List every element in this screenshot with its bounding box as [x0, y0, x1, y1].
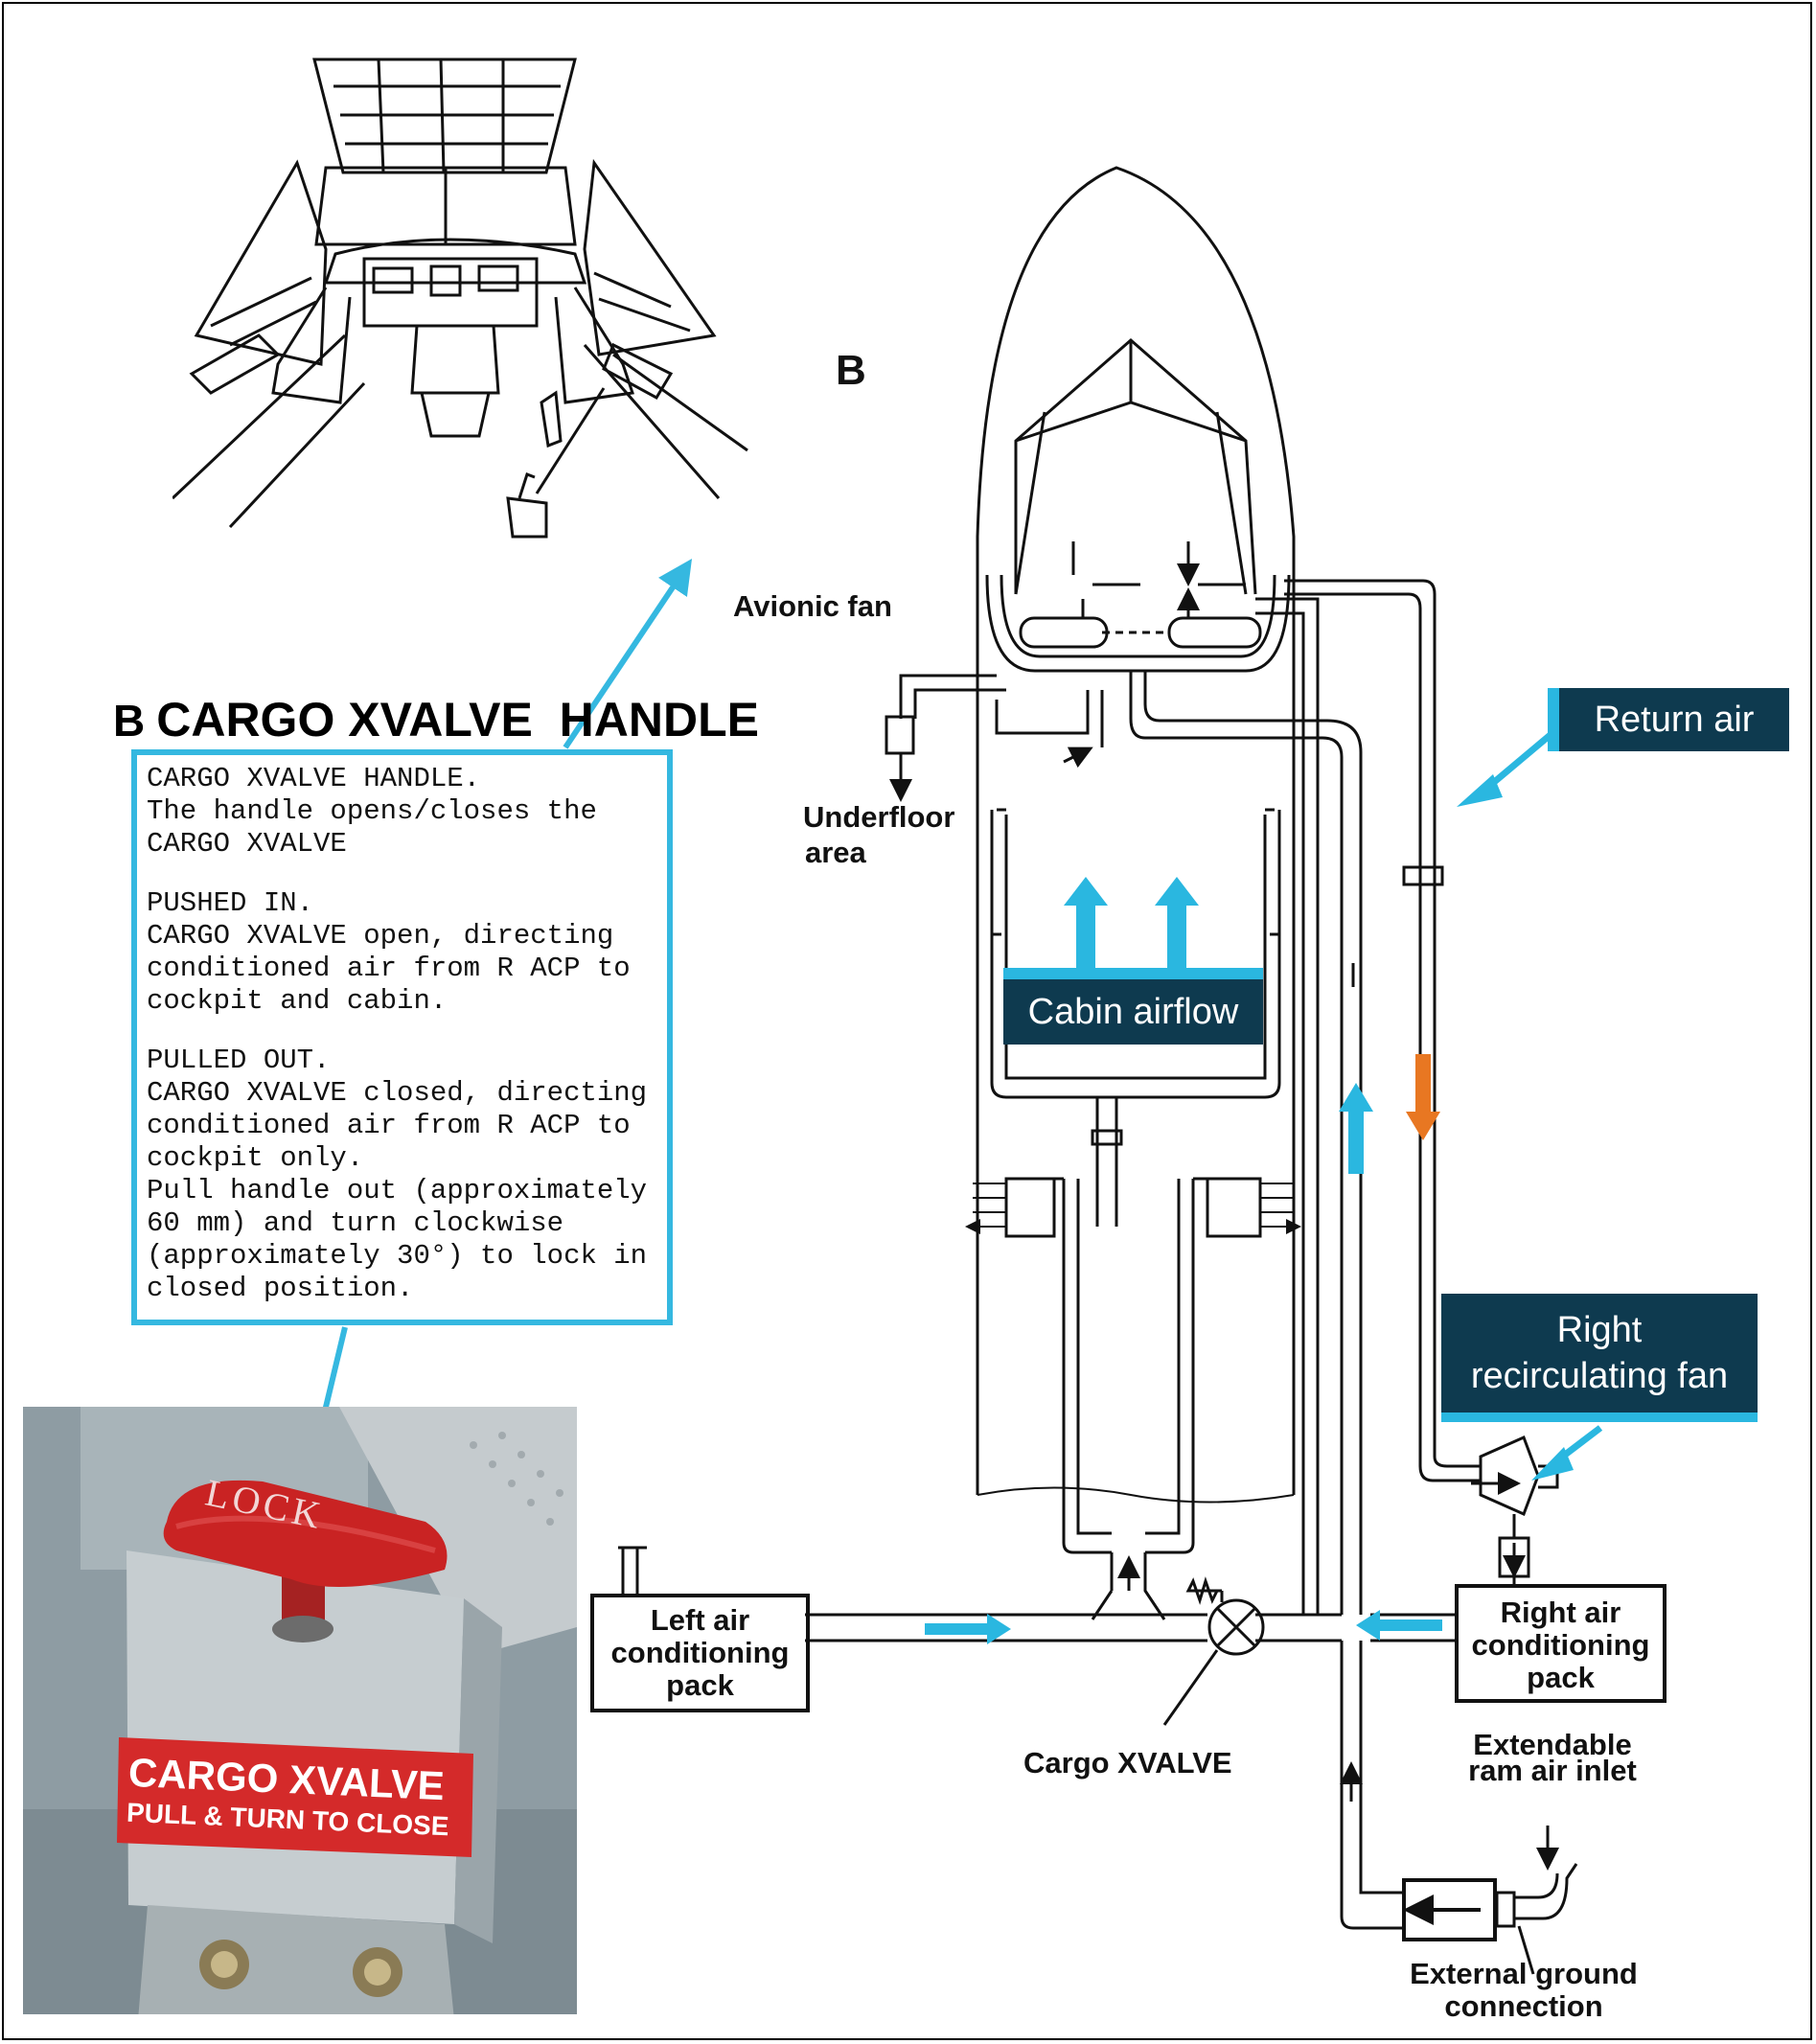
desc-line: CARGO XVALVE HANDLE. [147, 763, 481, 794]
desc-line: closed position. [147, 1273, 414, 1304]
right-recirc-fan-line1: Right [1556, 1310, 1643, 1350]
desc-line: CARGO XVALVE open, directing [147, 920, 614, 952]
return-air-callout-bar [1548, 688, 1559, 751]
left-pack-label-3: pack [666, 1668, 734, 1702]
cargo-xvalve-label: Cargo XVALVE [1023, 1746, 1232, 1780]
detail-marker-b: B [836, 347, 866, 394]
right-pack-label-2: conditioning [1471, 1628, 1650, 1662]
desc-line: 60 mm) and turn clockwise [147, 1207, 564, 1239]
right-pack-box [1455, 1584, 1667, 1703]
handle-photo: LOCK CARGO XVALVE PULL & TURN TO CLOSE [23, 1407, 577, 2014]
cockpit-duct [985, 574, 1291, 673]
ram-air-label-1: Extendable [1473, 1728, 1632, 1761]
right-recirc-fan-symbol [1479, 1435, 1540, 1517]
cabin-airflow-callout-bar [1003, 968, 1263, 979]
desc-line: The handle opens/closes the [147, 795, 597, 827]
desc-line: Pull handle out (approximately [147, 1175, 648, 1206]
main-duct [805, 1613, 1207, 1642]
desc-line: PUSHED IN. [147, 887, 314, 919]
right-recirc-fan-callout-bar [1441, 1412, 1758, 1422]
underfloor-label-2: area [805, 836, 866, 869]
heading-marker: B [113, 696, 146, 746]
left-pack-box [590, 1594, 810, 1712]
ram-air-label-2: ram air inlet [1468, 1754, 1637, 1787]
desc-line: conditioned air from R ACP to [147, 953, 631, 984]
fuselage-outline [976, 166, 1296, 1495]
desc-line: (approximately 30°) to lock in [147, 1240, 648, 1272]
desc-line: CARGO XVALVE closed, directing [147, 1077, 648, 1109]
right-recirc-fan-line2: recirculating fan [1470, 1356, 1729, 1396]
desc-line: CARGO XVALVE [147, 828, 347, 860]
desc-line: cockpit only. [147, 1142, 364, 1174]
right-recirc-fan-callout: Right recirculating fan [1441, 1294, 1758, 1412]
desc-line: conditioned air from R ACP to [147, 1110, 631, 1141]
ground-connection-label-2: connection [1444, 1989, 1603, 2023]
right-pack-label-1: Right air [1500, 1596, 1621, 1629]
left-pack-label-1: Left air [650, 1603, 750, 1637]
cockpit-outline [1014, 338, 1257, 595]
underfloor-label-1: Underfloor [803, 800, 955, 834]
right-pack-label-3: pack [1527, 1661, 1595, 1694]
cockpit-illustration [172, 57, 748, 539]
desc-line: cockpit and cabin. [147, 985, 448, 1017]
ground-connection-label-1: External ground [1410, 1957, 1638, 1990]
cargo-xvalve-symbol [1207, 1598, 1265, 1656]
flow-arrows [925, 877, 1442, 1644]
handle-photo-drawing [23, 1407, 577, 2014]
cabin-airflow-callout: Cabin airflow [1003, 979, 1263, 1045]
avionic-fan-label: Avionic fan [733, 589, 892, 623]
desc-line: PULLED OUT. [147, 1045, 331, 1076]
handle-description-box: CARGO XVALVE HANDLE. The handle opens/cl… [131, 749, 673, 1325]
return-air-callout: Return air [1559, 688, 1789, 751]
heading-text: CARGO XVALVE HANDLE [156, 693, 759, 746]
left-pack-label-2: conditioning [610, 1636, 790, 1669]
